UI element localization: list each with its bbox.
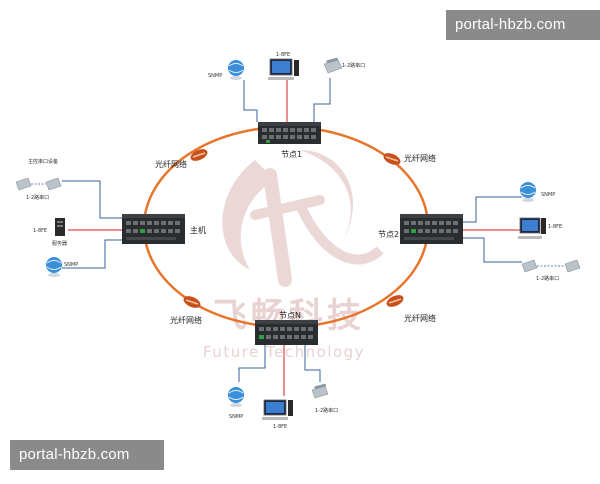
- telephone-icon: [311, 383, 329, 399]
- snmp-globe-icon: [228, 60, 244, 80]
- bottom-eth-label: 1-8FE: [273, 424, 287, 430]
- nodeN-label: 节点N: [279, 311, 301, 320]
- watermark-top: portal-hbzb.com: [446, 10, 600, 40]
- left-server-label: 服务器: [52, 240, 67, 247]
- top-snmp-label: SNMP: [208, 73, 222, 79]
- fiber-connector-tr: [383, 153, 401, 165]
- telephone-icon: [323, 57, 343, 74]
- right-phone-label: 1-2路串口: [536, 275, 559, 282]
- top-phone-label: 1-2路串口: [342, 62, 365, 69]
- snmp-globe-icon: [520, 182, 536, 202]
- nodeN-switch: [255, 320, 318, 345]
- pc-icon: [268, 58, 299, 80]
- fiber-label-tr: 光纤网络: [404, 153, 436, 163]
- left-snmp-label: SNMP: [64, 262, 78, 268]
- node2-label: 节点2: [378, 230, 399, 239]
- fiber-label-tl: 光纤网络: [155, 159, 187, 169]
- fiber-connector-br: [386, 295, 404, 307]
- fiber-label-bl: 光纤网络: [170, 315, 202, 325]
- watermark-bottom: portal-hbzb.com: [10, 440, 164, 470]
- fiber-label-br: 光纤网络: [404, 313, 436, 323]
- fiber-connector-bl: [183, 296, 201, 308]
- telephone-icon: [521, 259, 581, 273]
- bottom-snmp-label: SNMP: [229, 414, 243, 420]
- main-label: 主机: [190, 225, 206, 235]
- snmp-globe-icon: [46, 257, 62, 277]
- top-eth-label: 1-8FE: [276, 52, 290, 58]
- background-english-text: Future Technology: [203, 343, 365, 361]
- right-snmp-label: SNMP: [541, 192, 555, 198]
- fiber-connector-tl: [190, 149, 208, 161]
- telephone-icon: [15, 177, 62, 191]
- left-serial-device-label: 主控串口设备: [28, 158, 58, 165]
- node1-switch: [258, 122, 321, 144]
- snmp-globe-icon: [228, 387, 244, 407]
- node1-label: 节点1: [281, 150, 302, 159]
- pc-icon: [518, 217, 546, 239]
- main-switch: [122, 214, 185, 244]
- pc-icon: [262, 399, 293, 420]
- right-eth-label: 1-8FE: [548, 224, 562, 230]
- right-cluster: 节点2 SNMP 1-8FE 1-2路串口: [378, 182, 581, 282]
- left-cluster: 主控串口设备 1-2路串口 1-8FE 服务器 SNMP: [15, 158, 206, 277]
- left-phone-label: 1-2路串口: [26, 194, 49, 201]
- bottom-cluster: 节点N SNMP 1-8FE: [228, 311, 338, 430]
- bottom-phone-label: 1-2路串口: [315, 407, 338, 414]
- left-eth-label: 1-8FE: [33, 228, 47, 234]
- background-logo: [222, 150, 384, 287]
- right-switch: [400, 214, 463, 244]
- server-icon: [55, 218, 65, 236]
- top-cluster: SNMP 1-8FE 1-2路串口 节点1: [208, 52, 365, 159]
